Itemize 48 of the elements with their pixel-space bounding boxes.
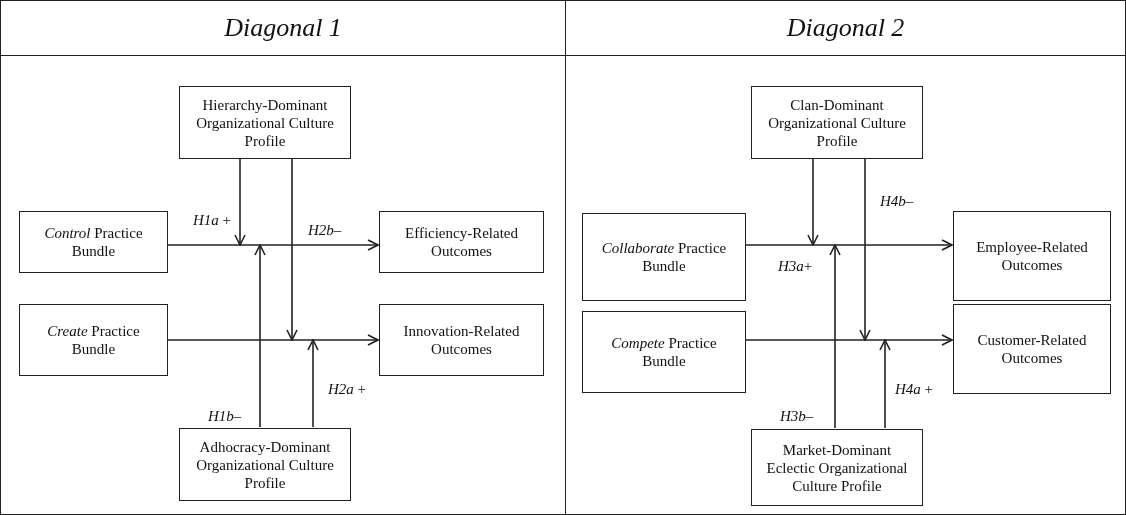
- diagonal-panel: [565, 0, 1126, 515]
- edge-label: H2a +: [328, 381, 367, 398]
- construct-box: [179, 428, 351, 501]
- construct-box: [751, 86, 923, 159]
- construct-box: [582, 213, 746, 301]
- construct-box: [953, 304, 1111, 394]
- edge-label: H3b–: [780, 408, 814, 425]
- construct-label: Compete Practice Bundle: [610, 334, 718, 370]
- arrow: [286, 157, 298, 341]
- construct-box: [19, 211, 168, 273]
- edge-label: H1a +: [193, 212, 232, 229]
- construct-box: [582, 311, 746, 393]
- construct-box: [379, 211, 544, 273]
- edge-label: H4b–: [880, 193, 914, 210]
- arrow: [166, 239, 379, 251]
- arrow: [744, 239, 953, 251]
- arrow: [879, 339, 891, 429]
- construct-label: Market-Dominant Eclectic Organizational Culture Profile: [765, 440, 909, 495]
- construct-label: Efficiency-Related Outcomes: [404, 224, 519, 260]
- construct-box: [953, 211, 1111, 301]
- construct-box: [19, 304, 168, 376]
- arrow: [807, 157, 819, 246]
- construct-label: Employee-Related Outcomes: [975, 238, 1089, 274]
- column-heading: Diagonal 2: [566, 1, 1125, 56]
- arrow: [254, 244, 266, 428]
- construct-box: [179, 86, 351, 159]
- construct-box: [379, 304, 544, 376]
- construct-label: Control Practice Bundle: [43, 224, 144, 260]
- construct-label: Create Practice Bundle: [46, 322, 141, 358]
- edge-label: H3a+: [778, 258, 813, 275]
- arrow: [307, 339, 319, 428]
- arrow: [744, 334, 953, 346]
- arrow: [166, 334, 379, 346]
- construct-label: Collaborate Practice Bundle: [600, 239, 728, 275]
- construct-box: [751, 429, 923, 506]
- construct-label: Innovation-Related Outcomes: [402, 322, 521, 358]
- arrow: [234, 157, 246, 246]
- edge-label: H1b–: [208, 408, 242, 425]
- construct-label: Clan-Dominant Organizational Culture Profile: [767, 95, 907, 150]
- edge-label: H2b–: [308, 222, 342, 239]
- diagonal-panel: [0, 0, 566, 515]
- arrow: [859, 157, 871, 341]
- construct-label: Adhocracy-Dominant Organizational Culture Profile: [195, 437, 335, 492]
- construct-label: Hierarchy-Dominant Organizational Culture Profile: [195, 95, 335, 150]
- arrow: [829, 244, 841, 429]
- construct-label: Customer-Related Outcomes: [976, 331, 1088, 367]
- column-heading: Diagonal 1: [1, 1, 565, 56]
- edge-label: H4a +: [895, 381, 934, 398]
